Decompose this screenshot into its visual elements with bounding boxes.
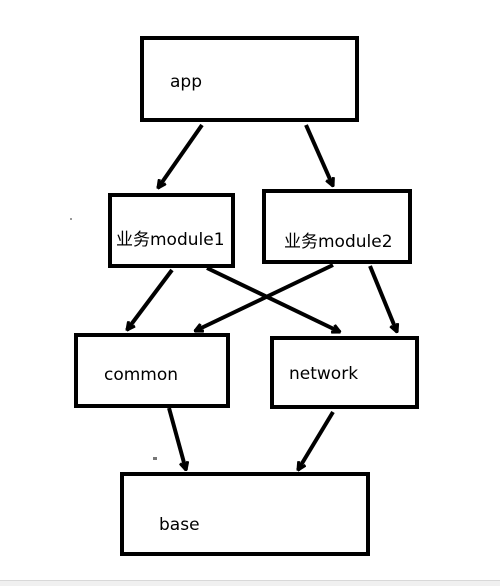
edge-app-module1: [158, 123, 204, 188]
edge-common-base: [167, 407, 186, 470]
edge-network-base: [298, 410, 335, 470]
edge-module1-network: [206, 266, 340, 334]
node-app-label: app: [170, 72, 202, 92]
node-common: common: [74, 333, 230, 408]
edge-module2-network: [368, 265, 397, 332]
node-module2-label: 业务module2: [284, 232, 393, 252]
node-app: app: [140, 36, 359, 122]
node-base-label: base: [159, 515, 200, 535]
node-base: base: [120, 472, 370, 556]
stray-mark: [153, 457, 157, 460]
node-common-label: common: [104, 365, 179, 385]
edge-module1-common: [127, 268, 174, 330]
node-network: network: [270, 336, 419, 409]
edge-module2-common: [195, 263, 334, 333]
edge-app-module2: [304, 124, 333, 186]
node-module2: 业务module2: [262, 189, 412, 264]
node-module1: 业务module1: [108, 193, 235, 268]
node-module1-label: 业务module1: [116, 230, 225, 250]
bottom-edge-strip: [0, 580, 500, 586]
stray-mark: [70, 218, 72, 220]
node-network-label: network: [289, 364, 359, 384]
